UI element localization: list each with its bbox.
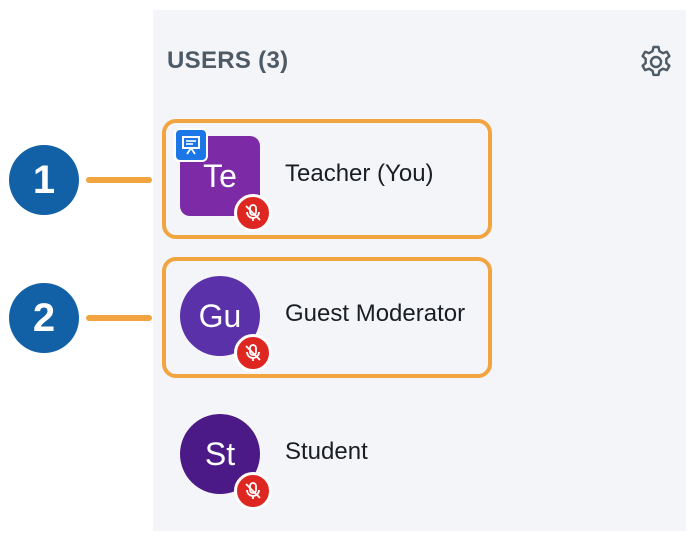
gear-icon[interactable] xyxy=(638,44,674,80)
callout-badge-2: 2 xyxy=(9,283,79,353)
avatar-initials: St xyxy=(204,435,236,472)
callout-connector-1 xyxy=(86,177,152,183)
user-list-item-teacher[interactable]: Te Teacher (You) xyxy=(160,118,496,238)
muted-microphone-icon xyxy=(234,472,272,510)
muted-microphone-icon xyxy=(234,334,272,372)
user-list-item-student[interactable]: St Student xyxy=(160,396,496,516)
user-name: Guest Moderator xyxy=(285,300,466,327)
callout-number: 1 xyxy=(32,157,56,202)
avatar-initials: Te xyxy=(203,157,237,194)
user-name: Student xyxy=(285,438,368,465)
presenter-icon xyxy=(174,128,208,162)
avatar-initials: Gu xyxy=(198,297,242,334)
user-list-item-guest-moderator[interactable]: Gu Guest Moderator xyxy=(160,258,496,378)
muted-microphone-icon xyxy=(234,194,272,232)
callout-badge-1: 1 xyxy=(9,145,79,215)
avatar: Gu xyxy=(180,276,260,356)
users-panel-title: USERS (3) xyxy=(167,47,289,74)
user-name: Teacher (You) xyxy=(285,160,434,187)
callout-number: 2 xyxy=(32,295,56,340)
callout-connector-2 xyxy=(86,315,152,321)
